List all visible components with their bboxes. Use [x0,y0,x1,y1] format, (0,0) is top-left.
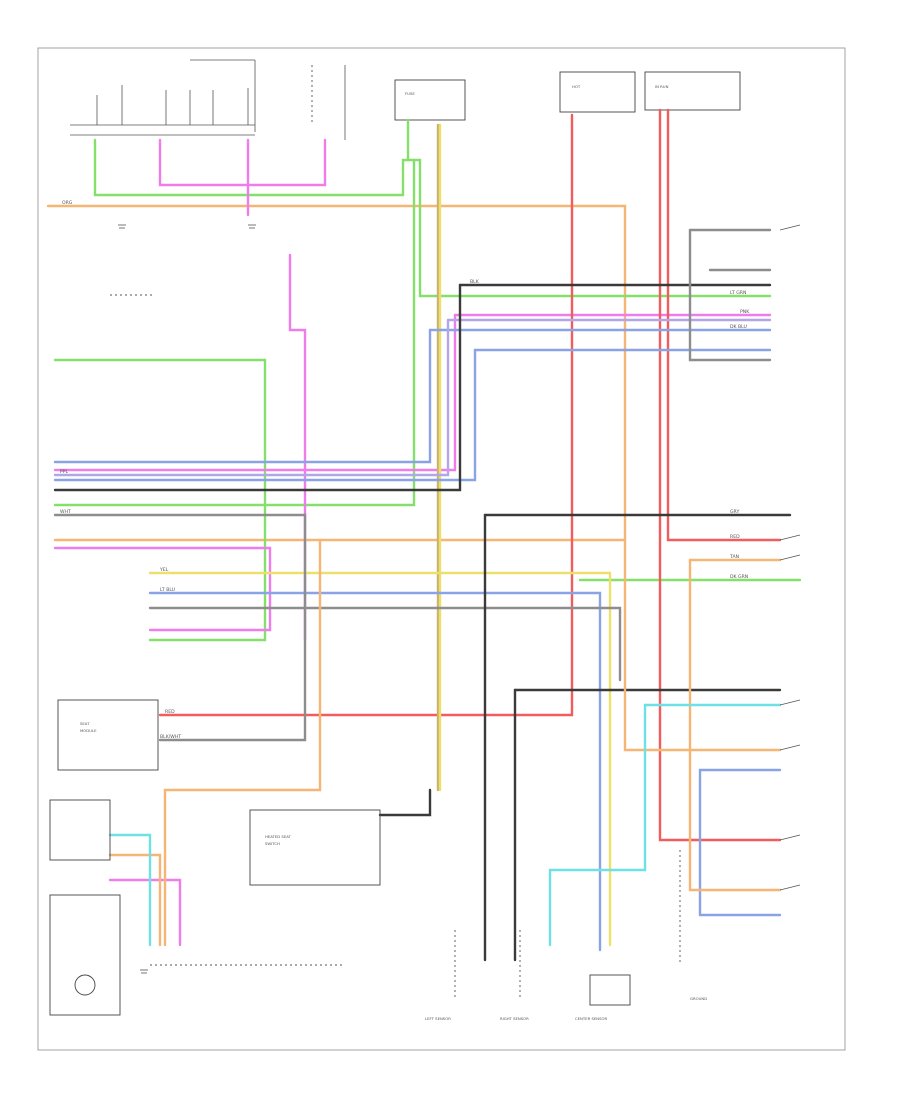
wire-label-ltgrn: LT GRN [730,290,746,296]
motor-icon [74,974,96,996]
hot-in-run-box [644,71,741,111]
in-run-label: IN RUN [655,84,669,89]
wire-blu [53,328,782,952]
wire-label-gry: GRY [730,509,739,515]
heated-seat-switch-box [249,809,381,886]
wire-label-dkblu: DK BLU [730,324,747,330]
fuse-label: FUSE [405,91,415,96]
heated-seat-label: HEATED SEAT [265,834,292,839]
ground-symbols [118,224,256,974]
seat-switch-box [49,799,111,861]
wire-label-tan: TAN [729,554,739,560]
top-left-connector [70,59,256,136]
wire-label-ltblu: LT BLU [160,587,175,593]
wire-label-pnk: PNK [740,309,750,315]
hot-label: HOT [572,84,581,89]
module-label: MODULE [80,728,97,733]
fuse-block-box [394,79,466,121]
wire-label-red: RED [165,709,175,715]
wire-ltgrn-top [53,118,802,642]
seat-module-box [57,699,159,771]
right-sensor-label: RIGHT SENSOR [500,1016,529,1021]
wire-cyan [108,703,782,947]
center-sensor-label: CENTER SENSOR [575,1016,608,1021]
hot-at-all-times-box [559,71,636,113]
wire-yel [148,571,612,947]
wire-tan [436,123,442,792]
ground-label: GROUND [690,996,707,1001]
right-switches [779,224,801,891]
left-sensor-label: LEFT SENSOR [425,1016,451,1021]
wire-label-yel: YEL [159,567,169,573]
seat-motor-box [49,894,121,1016]
wire-label-dkgrn: DK GRN [730,574,748,580]
wire-label: ORG [62,200,73,206]
wire-ppl [53,318,772,477]
wire-label-blkwht: BLK/WHT [160,734,181,740]
diagram-frame [37,47,846,1051]
wire-org-top: ORG [46,200,627,542]
wire-gry-blk [53,228,792,962]
center-sensor-box [589,974,631,1006]
seat-module-label: SEAT [80,721,90,726]
wire-label-ppl: PPL [60,469,69,475]
wire-label-wht: WHT [60,509,71,515]
wire-org-right [108,538,782,947]
wire-label-blk: BLK [470,279,480,285]
wire-pnk [53,138,772,947]
wire-label-red-r: RED [730,534,740,540]
switch-label: SWITCH [265,841,280,846]
wire-red [158,108,782,842]
